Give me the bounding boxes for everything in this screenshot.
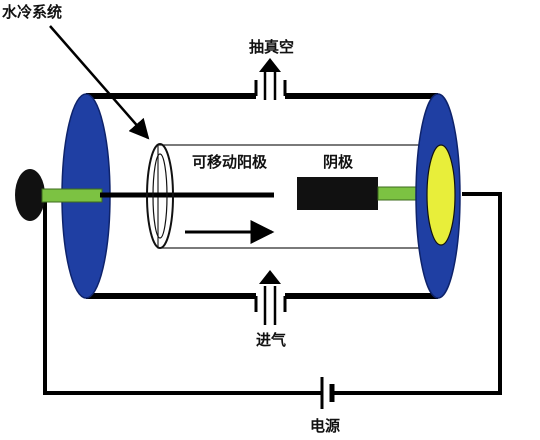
cooling-pointer <box>49 25 150 140</box>
label-movable-anode: 可移动阳极 <box>192 153 268 171</box>
movable-anode-ring-inner <box>152 153 168 239</box>
movable-anode-ring <box>146 143 174 249</box>
vacuum-port <box>254 58 287 100</box>
left-knob <box>15 169 45 221</box>
cathode-block <box>297 177 378 210</box>
left-rod <box>41 188 103 203</box>
label-vacuum-pump: 抽真空 <box>249 38 294 56</box>
label-cathode: 阴极 <box>323 153 354 171</box>
gas-inlet-port <box>254 270 287 325</box>
label-power-supply: 电源 <box>310 417 340 435</box>
cathode-face <box>426 144 456 246</box>
circuit-wire <box>43 192 502 395</box>
label-cooling-system: 水冷系统 <box>2 3 62 21</box>
label-gas-inlet: 进气 <box>256 331 286 349</box>
